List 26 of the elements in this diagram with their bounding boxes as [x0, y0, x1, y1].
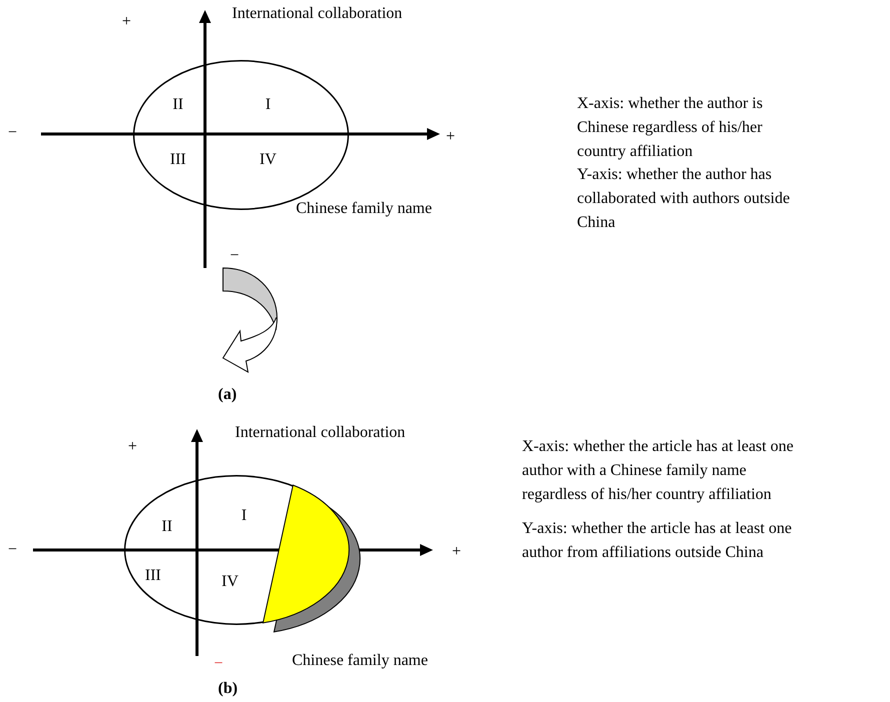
quadrant-numeral: I: [241, 506, 247, 526]
axis-sign: +: [446, 127, 456, 147]
axis-description: Y-axis: whether the author has collaborated with authors outside China: [577, 165, 791, 233]
quadrant-numeral: IV: [260, 150, 276, 170]
axis-description: X-axis: whether the author is Chinese regardless of his/her country affiliation: [577, 94, 764, 162]
panel-label: (a): [218, 385, 237, 405]
quadrant-numeral: III: [170, 150, 186, 170]
quadrant-numeral: I: [265, 95, 271, 115]
axis-sign: +: [452, 542, 462, 562]
axis-title: International collaboration: [232, 4, 402, 24]
panel-label: (b): [218, 679, 238, 699]
quadrant-numeral: II: [172, 95, 184, 115]
axis-description: X-axis: whether the article has at least one author with a Chinese family name regardless of his/her country affiliation: [522, 437, 794, 505]
axis-sign: −: [8, 540, 18, 560]
axis-sign: −: [8, 123, 18, 143]
axis-sign: +: [122, 12, 132, 32]
ellipse-label: Chinese family name: [292, 651, 428, 671]
quadrant-numeral: III: [145, 566, 161, 586]
axis-sign: −: [214, 654, 224, 674]
axis-sign: +: [128, 437, 138, 457]
axis-title: International collaboration: [235, 423, 406, 443]
axis-sign: −: [230, 246, 240, 266]
axis-description: Y-axis: whether the article has at least one author from affiliations outside China: [522, 519, 793, 563]
ellipse-label: Chinese family name: [296, 199, 432, 219]
quadrant-numeral: II: [162, 517, 172, 537]
quadrant-numeral: IV: [222, 572, 238, 592]
